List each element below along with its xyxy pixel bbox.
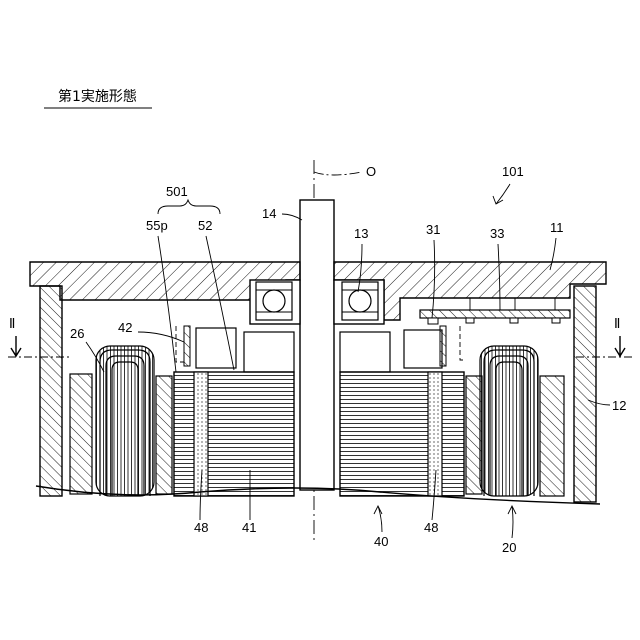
arrow-20 — [508, 506, 516, 538]
shaft — [300, 200, 334, 490]
rotor-core-right — [340, 372, 464, 496]
stator-tooth-left — [156, 376, 172, 494]
magnet-right-fill — [428, 372, 442, 496]
label-52: 52 — [198, 218, 212, 233]
label-40: 40 — [374, 534, 388, 549]
housing-wall-left — [40, 286, 62, 496]
bearing-left — [256, 282, 292, 320]
sensor-bracket-left — [176, 326, 184, 362]
label-section-left: Ⅱ — [9, 316, 15, 331]
leader-42 — [138, 332, 184, 342]
sensor-plate-right — [440, 326, 446, 366]
label-section-right: Ⅱ — [614, 316, 620, 331]
stator-yoke-left — [70, 374, 92, 494]
sensor-bracket-right — [460, 326, 466, 360]
rotor-core-left — [174, 372, 294, 496]
label-axis-o: O — [366, 164, 376, 179]
label-31: 31 — [426, 222, 440, 237]
brace-501 — [158, 200, 220, 214]
label-41: 41 — [242, 520, 256, 535]
figure-title: 第1実施形態 — [58, 88, 137, 105]
arrow-40 — [374, 506, 382, 532]
rotor-hub-left — [244, 332, 294, 372]
leader-14 — [282, 214, 302, 220]
housing-wall-right — [574, 286, 596, 502]
label-48-right: 48 — [424, 520, 438, 535]
label-101: 101 — [502, 164, 524, 179]
label-48-left: 48 — [194, 520, 208, 535]
circuit-board — [420, 310, 570, 318]
leader-55p — [158, 236, 176, 372]
label-42: 42 — [118, 320, 132, 335]
section-arrow-right — [615, 336, 625, 356]
label-13: 13 — [354, 226, 368, 241]
rotor-hub-right — [340, 332, 390, 372]
label-33: 33 — [490, 226, 504, 241]
section-arrow-left — [11, 336, 21, 356]
label-55p: 55p — [146, 218, 168, 233]
coil-right — [480, 346, 538, 496]
label-20: 20 — [502, 540, 516, 555]
sensor-plate-left — [184, 326, 190, 366]
bearing-right — [342, 282, 378, 320]
coil-left — [96, 346, 154, 496]
label-501: 501 — [166, 184, 188, 199]
magnet-left-fill — [194, 372, 208, 496]
label-12: 12 — [612, 398, 626, 413]
axis-leader — [314, 172, 362, 175]
stator-yoke-right — [540, 376, 564, 496]
label-26: 26 — [70, 326, 84, 341]
sensor-magnet-right — [404, 330, 442, 368]
label-14: 14 — [262, 206, 276, 221]
arrow-101 — [493, 184, 510, 204]
label-11: 11 — [550, 220, 564, 235]
